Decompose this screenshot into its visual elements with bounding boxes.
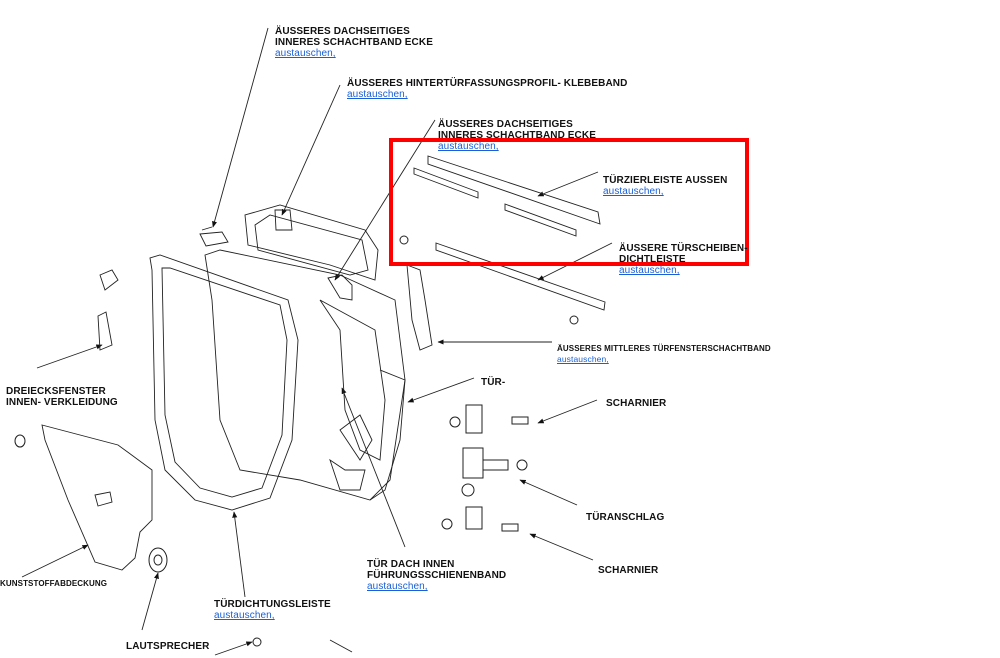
label-title: SCHARNIER <box>598 565 659 576</box>
label-title: SCHARNIER <box>606 398 667 409</box>
label-dachseitiges-mid: ÄUSSERES DACHSEITIGES INNERES SCHACHTBAN… <box>438 119 596 152</box>
hinge-assembly <box>252 404 529 653</box>
trim-strips <box>399 155 606 325</box>
label-dachseitiges-top: ÄUSSERES DACHSEITIGES INNERES SCHACHTBAN… <box>275 26 433 59</box>
label-hintertuer-klebeband: ÄUSSERES HINTERTÜRFASSUNGSPROFIL- KLEBEB… <box>347 78 627 100</box>
label-scharnier-bottom: SCHARNIER <box>598 565 658 576</box>
label-scharnier-top: SCHARNIER <box>606 398 666 409</box>
label-title: ÄUSSERES DACHSEITIGES <box>275 26 410 37</box>
label-title: LAUTSPRECHER <box>126 641 210 652</box>
replace-link[interactable]: austauschen, <box>347 89 408 100</box>
label-title: TÜRDICHTUNGSLEISTE <box>214 599 331 610</box>
replace-link[interactable]: austauschen, <box>275 48 336 59</box>
label-lautsprecher: LAUTSPRECHER <box>126 641 209 652</box>
replace-link[interactable]: austauschen, <box>367 581 428 592</box>
label-mittleres-schachtband: ÄUSSERES MITTLERES TÜRFENSTERSCHACHTBAND… <box>557 344 771 365</box>
label-tuerdichtungsleiste: TÜRDICHTUNGSLEISTE austauschen, <box>214 599 331 621</box>
replace-link[interactable]: austauschen, <box>603 186 664 197</box>
speaker <box>148 547 168 573</box>
window-frame-parts <box>97 209 433 351</box>
label-title: ÄUSSERES MITTLERES TÜRFENSTERSCHACHTBAND <box>557 344 771 353</box>
label-title: KUNSTSTOFFABDECKUNG <box>0 579 108 588</box>
label-title: INNERES SCHACHTBAND ECKE <box>275 37 433 48</box>
label-dreiecksfenster: DREIECKSFENSTER INNEN- VERKLEIDUNG <box>6 386 118 408</box>
label-title: INNERES SCHACHTBAND ECKE <box>438 130 596 141</box>
label-tuerscheiben-dichtleiste: ÄUSSERE TÜRSCHEIBEN- DICHTLEISTE austaus… <box>619 243 748 276</box>
replace-link[interactable]: austauschen, <box>557 354 609 364</box>
label-title: INNEN- VERKLEIDUNG <box>6 397 118 408</box>
label-tuerdach-fuehrungsschiene: TÜR DACH INNEN FÜHRUNGSSCHIENENBAND aust… <box>367 559 506 592</box>
leader-lines <box>21 27 613 656</box>
label-tuer: TÜR- <box>481 377 505 388</box>
highlight-box <box>389 138 749 266</box>
label-kunststoffabdeckung: KUNSTSTOFFABDECKUNG <box>0 579 107 589</box>
door-seal-frame <box>149 254 299 511</box>
replace-link[interactable]: austauschen, <box>619 265 680 276</box>
label-title: ÄUSSERES HINTERTÜRFASSUNGSPROFIL- KLEBEB… <box>347 78 628 89</box>
label-title: FÜHRUNGSSCHIENENBAND <box>367 570 507 581</box>
label-title: ÄUSSERE TÜRSCHEIBEN- <box>619 243 748 254</box>
replace-link[interactable]: austauschen, <box>214 610 275 621</box>
label-tueranschlag: TÜRANSCHLAG <box>586 512 664 523</box>
inner-door-panel <box>204 204 406 501</box>
label-title: TÜRANSCHLAG <box>586 512 665 523</box>
label-tuerzierleiste: TÜRZIERLEISTE AUSSEN austauschen, <box>603 175 727 197</box>
label-title: DREIECKSFENSTER <box>6 386 106 397</box>
label-title: TÜR DACH INNEN <box>367 559 455 570</box>
label-title: TÜR- <box>481 377 506 388</box>
label-title: ÄUSSERES DACHSEITIGES <box>438 119 573 130</box>
label-title: DICHTLEISTE <box>619 254 686 265</box>
triangle-trim-panel <box>14 424 153 571</box>
replace-link[interactable]: austauschen, <box>438 141 499 152</box>
label-title: TÜRZIERLEISTE AUSSEN <box>603 175 728 186</box>
